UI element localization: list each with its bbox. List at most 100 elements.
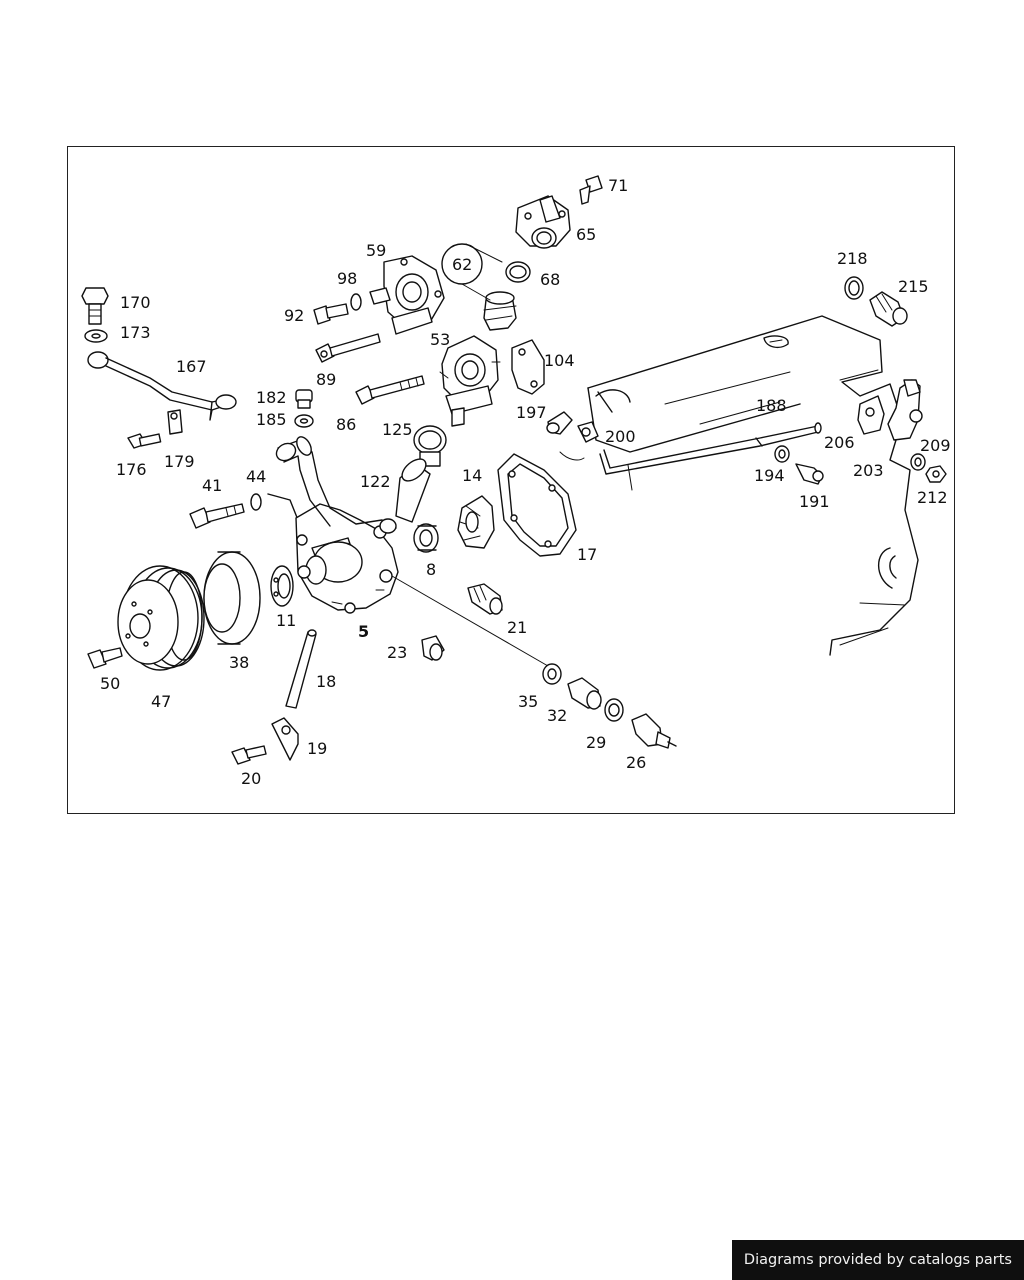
- part-71-bolt: [579, 175, 603, 205]
- part-92-bolt: [313, 303, 349, 325]
- callout-203: 203: [853, 461, 884, 480]
- callout-44: 44: [246, 467, 266, 486]
- part-17-gasket: [497, 453, 577, 557]
- callout-18: 18: [316, 672, 336, 691]
- callout-62: 62: [452, 255, 472, 274]
- callout-104: 104: [544, 351, 575, 370]
- part-212-nut: [925, 465, 947, 483]
- part-50-bolt: [87, 647, 123, 669]
- part-125-hose-clamp: [413, 425, 447, 467]
- part-68-seal-ring: [505, 261, 531, 283]
- part-98-ring: [350, 293, 362, 311]
- callout-212: 212: [917, 488, 948, 507]
- callout-71: 71: [608, 176, 628, 195]
- callout-185: 185: [256, 410, 287, 429]
- part-104-gasket: [511, 339, 545, 395]
- callout-53: 53: [430, 330, 450, 349]
- callout-50: 50: [100, 674, 120, 693]
- callout-8: 8: [426, 560, 436, 579]
- part-47-crank-pulley: [117, 565, 205, 671]
- part-170-banjo-bolt: [81, 287, 109, 325]
- callout-47: 47: [151, 692, 171, 711]
- callout-167: 167: [176, 357, 207, 376]
- credit-banner: Diagrams provided by catalogs parts: [731, 1240, 1024, 1280]
- engine-block-outline: [559, 315, 919, 656]
- callout-209: 209: [920, 436, 951, 455]
- callout-206: 206: [824, 433, 855, 452]
- part-209-washer: [910, 453, 926, 471]
- callout-20: 20: [241, 769, 261, 788]
- part-5-pump-inlet-pipe: [275, 436, 397, 534]
- part-11-hub: [270, 565, 294, 607]
- part-86-bolt: [355, 375, 425, 405]
- callout-21: 21: [507, 618, 527, 637]
- part-41-bolt: [189, 503, 245, 529]
- part-173-washer: [84, 329, 108, 343]
- part-191-bolt: [795, 463, 824, 485]
- part-8-bushing: [413, 523, 439, 553]
- part-215-fitting: [869, 291, 908, 327]
- callout-197: 197: [516, 403, 547, 422]
- callout-194: 194: [754, 466, 785, 485]
- part-26-temp-sensor: [631, 713, 677, 749]
- part-53-thermostat-housing: [439, 335, 501, 427]
- part-38-pulley: [203, 551, 261, 645]
- part-62-thermostat: [441, 243, 517, 331]
- callout-5: 5: [358, 622, 369, 641]
- callout-218: 218: [837, 249, 868, 268]
- callout-26: 26: [626, 753, 646, 772]
- callout-86: 86: [336, 415, 356, 434]
- callout-182: 182: [256, 388, 287, 407]
- part-179-clamp: [167, 409, 183, 435]
- part-23-plug: [421, 635, 445, 661]
- part-203-flange: [887, 379, 923, 441]
- callout-173: 173: [120, 323, 151, 342]
- part-19-bracket: [271, 717, 299, 761]
- part-185-washer: [294, 414, 314, 428]
- part-206-gasket: [857, 395, 885, 435]
- part-188-coolant-pipe: [599, 422, 822, 475]
- part-176-bolt: [127, 433, 162, 449]
- part-44-spacer: [250, 493, 299, 521]
- part-20-bolt: [231, 745, 267, 765]
- callout-14: 14: [462, 466, 482, 485]
- callout-41: 41: [202, 476, 222, 495]
- part-194-washer: [774, 445, 790, 463]
- callout-98: 98: [337, 269, 357, 288]
- part-59-thermostat-housing: [369, 255, 445, 335]
- callout-65: 65: [576, 225, 596, 244]
- callout-19: 19: [307, 739, 327, 758]
- callout-17: 17: [577, 545, 597, 564]
- part-29-washer: [604, 698, 624, 722]
- part-18-rod: [285, 629, 317, 709]
- callout-215: 215: [898, 277, 929, 296]
- part-167-oil-pipe: [87, 351, 237, 421]
- callout-labels: 170 173 167 176 179 182 185 86 89 92 98 …: [100, 176, 951, 788]
- callout-11: 11: [276, 611, 296, 630]
- part-122-hose: [395, 458, 431, 523]
- callout-29: 29: [586, 733, 606, 752]
- callout-89: 89: [316, 370, 336, 389]
- callout-38: 38: [229, 653, 249, 672]
- callout-200: 200: [605, 427, 636, 446]
- part-21-fitting: [467, 583, 503, 615]
- callout-122: 122: [360, 472, 391, 491]
- part-200-fitting: [577, 421, 599, 443]
- part-197-fitting: [546, 411, 573, 435]
- callout-191: 191: [799, 492, 830, 511]
- callout-92: 92: [284, 306, 304, 325]
- callout-35: 35: [518, 692, 538, 711]
- callout-23: 23: [387, 643, 407, 662]
- callout-179: 179: [164, 452, 195, 471]
- callout-176: 176: [116, 460, 147, 479]
- callout-170: 170: [120, 293, 151, 312]
- part-218-ring: [844, 276, 864, 300]
- part-65-coolant-housing: [515, 195, 571, 249]
- callout-59: 59: [366, 241, 386, 260]
- part-14-impeller: [457, 495, 495, 549]
- part-89-bolt: [315, 333, 381, 363]
- part-32-adapter: [567, 677, 602, 710]
- leader-line-pump-sensor: [391, 575, 549, 667]
